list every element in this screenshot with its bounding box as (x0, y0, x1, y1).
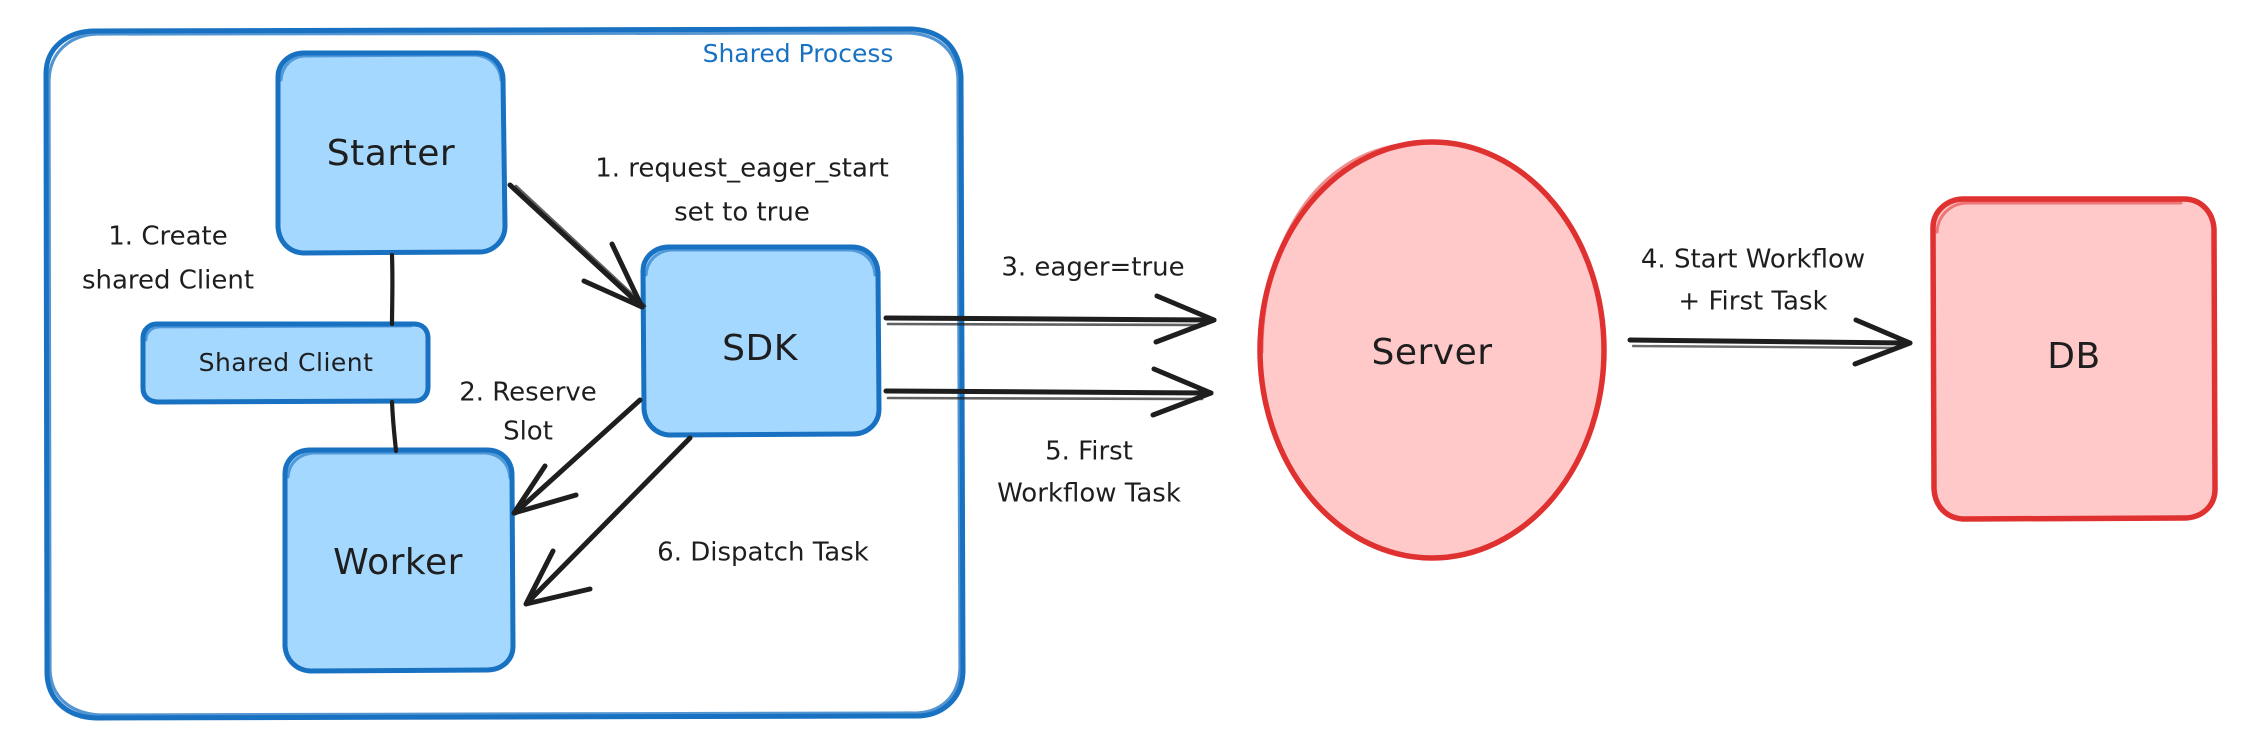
edge-label-first-workflow-task-line1: 5. First (1045, 437, 1133, 467)
starter-label: Starter (327, 133, 455, 174)
edge-first-workflow-task-line-sketch (886, 396, 1204, 401)
worker-label: Worker (333, 542, 463, 583)
edge-request-eager-start (507, 182, 647, 310)
shared-client-outline (140, 321, 431, 405)
edge-label-create-shared-client-line2: shared Client (82, 266, 254, 296)
sdk-outline (640, 244, 882, 438)
server-shape (1260, 142, 1604, 558)
server-outline (1257, 139, 1607, 561)
edge-label-dispatch-task-line1: 6. Dispatch Task (657, 538, 869, 568)
edge-label-first-workflow-task: 5. First Workflow Task (997, 437, 1181, 509)
sdk-shape (643, 247, 879, 435)
db-outline-sketch (1935, 201, 2183, 234)
starter-outline-sketch (279, 53, 503, 82)
edge-shared-client-to-worker-line (389, 399, 399, 454)
edge-dispatch-task-arrowhead (523, 548, 593, 607)
edge-create-shared-client (389, 252, 399, 454)
edge-start-workflow-line-sketch (1631, 344, 1903, 350)
node-server[interactable]: Server (1257, 139, 1607, 561)
edge-label-start-workflow-line1: 4. Start Workflow (1641, 245, 1865, 275)
edge-first-workflow-task-arrowhead (1150, 366, 1214, 418)
shared-process-title: Shared Process (703, 39, 894, 68)
shared-process-border-sketch (47, 31, 962, 717)
edge-label-request-eager-start: 1. request_eager_start set to true (595, 154, 889, 228)
edge-reserve-slot (511, 397, 643, 516)
node-shared-client[interactable]: Shared Client (140, 321, 431, 405)
db-shape (1933, 199, 2215, 519)
edge-request-eager-start-line (507, 182, 643, 308)
edge-start-workflow (1627, 317, 1913, 367)
node-sdk[interactable]: SDK (640, 244, 882, 438)
shared-client-label: Shared Client (199, 348, 374, 377)
edge-label-eager-true-line1: 3. eager=true (1001, 253, 1184, 283)
edge-label-first-workflow-task-line2: Workflow Task (997, 479, 1181, 509)
edge-reserve-slot-arrowhead (511, 463, 579, 516)
edge-label-reserve-slot-line2: Slot (503, 417, 553, 447)
edge-label-request-eager-start-line2: set to true (674, 198, 810, 228)
edge-label-eager-true: 3. eager=true (1001, 253, 1184, 283)
db-label: DB (2047, 336, 2100, 377)
node-starter[interactable]: Starter (275, 50, 508, 256)
edge-start-workflow-line (1627, 337, 1913, 346)
sdk-label: SDK (722, 328, 799, 369)
edge-dispatch-task-line (524, 435, 693, 606)
edge-start-workflow-arrowhead (1852, 317, 1913, 367)
edge-label-dispatch-task: 6. Dispatch Task (657, 538, 869, 568)
edge-eager-true (883, 293, 1217, 345)
server-label: Server (1371, 332, 1492, 373)
edge-label-reserve-slot: 2. Reserve Slot (459, 378, 597, 447)
edge-dispatch-task (523, 435, 693, 607)
sdk-outline-sketch (644, 248, 877, 277)
worker-shape (285, 450, 513, 671)
shared-process-border (43, 26, 966, 721)
edge-label-create-shared-client: 1. Create shared Client (82, 222, 254, 296)
node-db[interactable]: DB (1930, 196, 2218, 522)
edge-label-start-workflow-line2: + First Task (1678, 287, 1827, 317)
edge-reserve-slot-line (512, 397, 643, 516)
edge-first-workflow-task (883, 366, 1214, 418)
shared-client-outline-sketch (144, 324, 413, 342)
server-outline-sketch (1260, 143, 1400, 354)
starter-shape (278, 53, 505, 253)
worker-outline (282, 447, 516, 674)
edge-eager-true-line (883, 315, 1217, 323)
edge-label-create-shared-client-line1: 1. Create (108, 222, 227, 252)
edge-request-eager-start-arrowhead (581, 241, 645, 310)
shared-process-container: Shared Process (43, 26, 966, 721)
starter-outline (275, 50, 508, 256)
edge-first-workflow-task-line (883, 388, 1214, 396)
edge-eager-true-arrowhead (1153, 293, 1217, 345)
worker-outline-sketch (286, 451, 512, 480)
node-worker[interactable]: Worker (282, 447, 516, 674)
edge-label-start-workflow: 4. Start Workflow + First Task (1641, 245, 1865, 317)
db-outline (1930, 196, 2218, 522)
edge-label-reserve-slot-line1: 2. Reserve (459, 378, 597, 408)
edge-label-request-eager-start-line1: 1. request_eager_start (595, 154, 889, 184)
shared-client-shape (143, 324, 428, 402)
edge-request-eager-start-line-sketch (514, 184, 647, 308)
edge-eager-true-line-sketch (886, 322, 1207, 327)
